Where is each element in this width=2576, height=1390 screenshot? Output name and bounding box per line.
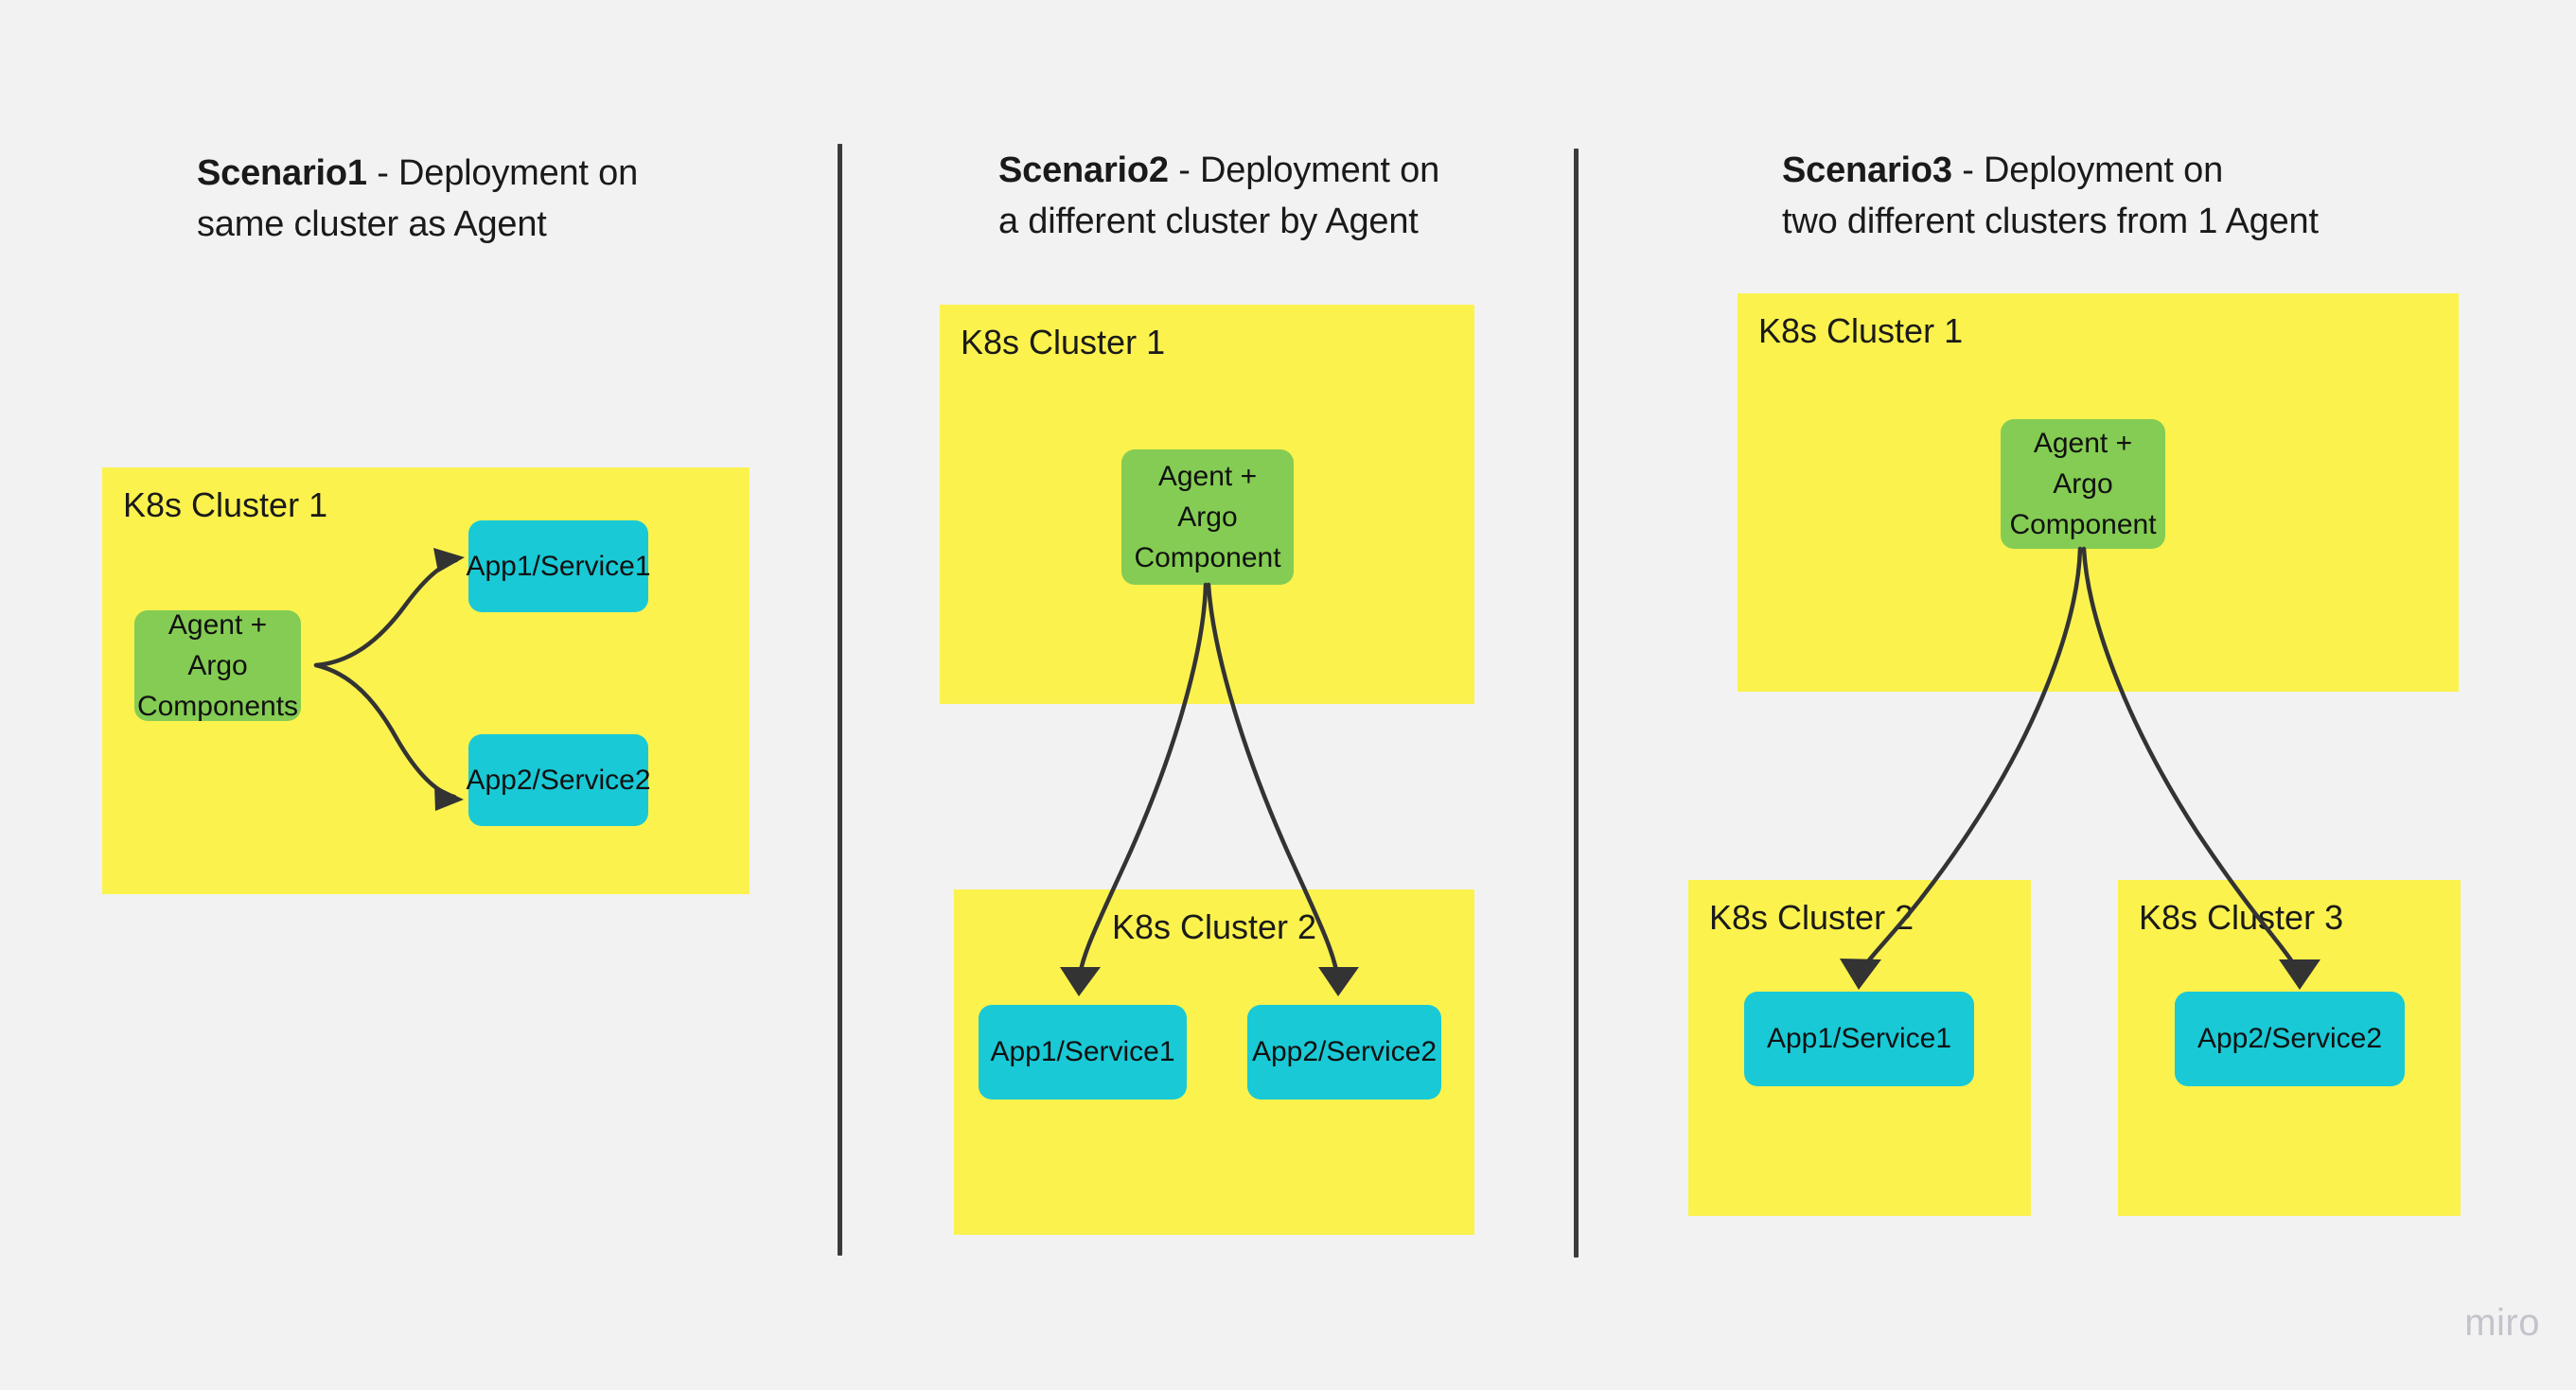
agent-node-scenario1[interactable]: Agent + Argo Components (134, 609, 301, 722)
app-node-s2-app1[interactable]: App1/Service1 (979, 1005, 1187, 1100)
scenario3-title-rest: - Deployment on two different clusters f… (1782, 150, 2319, 241)
column-divider-1 (838, 144, 842, 1256)
agent-node-scenario3[interactable]: Agent + Argo Component (2001, 419, 2165, 549)
miro-watermark: miro (2464, 1302, 2540, 1344)
column-divider-2 (1574, 149, 1579, 1258)
agent-node-scenario2[interactable]: Agent + Argo Component (1121, 449, 1294, 585)
cluster-label-s2-cluster1: K8s Cluster 1 (961, 323, 1166, 361)
cluster-label-s2-cluster2: K8s Cluster 2 (1111, 907, 1317, 946)
scenario3-title: Scenario3 - Deployment on two different … (1782, 146, 2319, 248)
app-node-s1-app2[interactable]: App2/Service2 (466, 734, 651, 826)
app-node-s2-app2[interactable]: App2/Service2 (1247, 1005, 1441, 1100)
scenario2-title-strong: Scenario2 (998, 150, 1169, 190)
app-node-s1-app1[interactable]: App1/Service1 (466, 520, 651, 612)
scenario1-title-strong: Scenario1 (197, 153, 367, 193)
cluster-label-s1-cluster1: K8s Cluster 1 (123, 485, 328, 524)
scenario1-title: Scenario1 - Deployment on same cluster a… (197, 149, 638, 251)
cluster-label-s3-cluster2: K8s Cluster 2 (1709, 898, 1914, 937)
scenario2-title: Scenario2 - Deployment on a different cl… (998, 146, 1439, 248)
scenario3-title-strong: Scenario3 (1782, 150, 1952, 190)
cluster-label-s3-cluster3: K8s Cluster 3 (2139, 898, 2344, 937)
scenario2-title-rest: - Deployment on a different cluster by A… (998, 150, 1440, 241)
app-node-s3-app2[interactable]: App2/Service2 (2175, 992, 2405, 1086)
app-node-s3-app1[interactable]: App1/Service1 (1744, 992, 1974, 1086)
cluster-label-s3-cluster1: K8s Cluster 1 (1758, 311, 1964, 350)
scenario1-title-rest: - Deployment on same cluster as Agent (197, 153, 639, 244)
